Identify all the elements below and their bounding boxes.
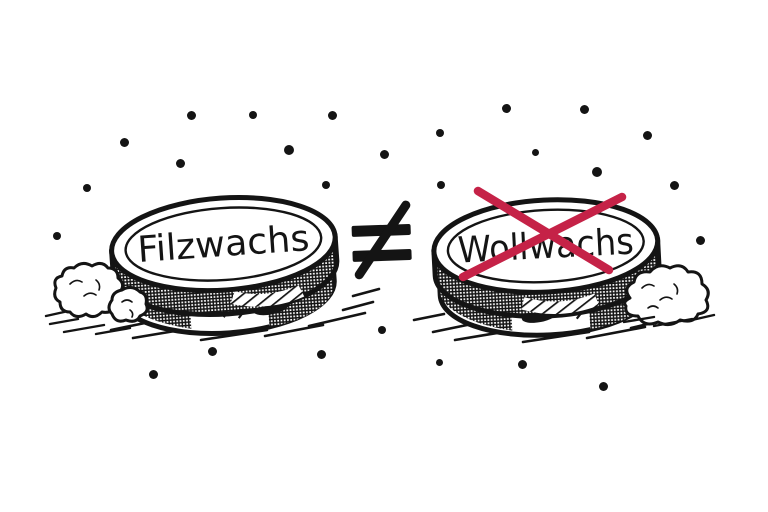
decor-dot bbox=[327, 110, 337, 120]
decor-dot bbox=[501, 103, 511, 113]
decor-dot bbox=[695, 235, 705, 245]
felt-wax-tin-illustration: Filzwachs bbox=[109, 195, 381, 342]
not-equal-slash bbox=[354, 200, 411, 280]
decor-dot bbox=[437, 181, 445, 189]
decor-dot bbox=[592, 167, 602, 177]
not-equal-bottom-bar bbox=[352, 248, 412, 262]
decor-dot bbox=[436, 129, 444, 137]
decor-dot bbox=[207, 346, 217, 356]
decor-dot bbox=[316, 349, 326, 359]
decor-dot bbox=[53, 232, 61, 240]
decor-dot bbox=[642, 130, 652, 140]
decor-dot bbox=[531, 148, 539, 156]
decor-dot bbox=[379, 149, 389, 159]
decor-dot bbox=[148, 369, 158, 379]
decor-dot bbox=[435, 358, 443, 366]
decor-dot bbox=[579, 104, 589, 114]
not-equal-symbol bbox=[351, 200, 412, 280]
cross-out-icon bbox=[458, 186, 627, 282]
tin-lid-top: Filzwachs bbox=[109, 195, 338, 294]
decor-dot bbox=[517, 359, 527, 369]
decor-dot bbox=[83, 184, 91, 192]
decor-dot bbox=[322, 181, 330, 189]
decor-dot bbox=[119, 137, 129, 147]
decor-dot bbox=[284, 145, 294, 155]
decor-dot bbox=[175, 158, 185, 168]
decor-dot bbox=[249, 111, 257, 119]
wool-clumps-icon bbox=[44, 261, 149, 336]
decor-dot bbox=[378, 326, 386, 334]
decor-dot bbox=[598, 381, 608, 391]
wool-clump-icon bbox=[622, 264, 716, 328]
decor-dot bbox=[669, 180, 679, 190]
decor-dot bbox=[186, 110, 196, 120]
